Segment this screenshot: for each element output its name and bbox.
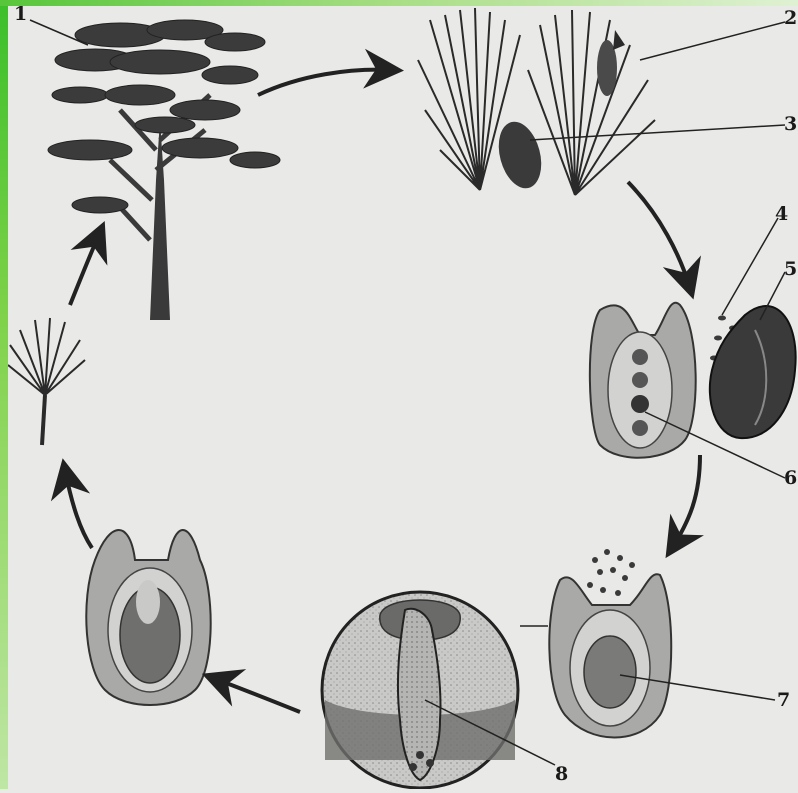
label-7: 7 xyxy=(777,689,790,711)
microsporangium xyxy=(710,306,796,438)
label-3: 3 xyxy=(784,113,797,135)
arrow-tube-to-seed xyxy=(213,678,300,712)
arrow-seedling-to-tree xyxy=(70,232,100,305)
ovule-with-megaspores xyxy=(590,303,696,458)
arrow-ovule-to-pollination xyxy=(672,455,700,548)
developing-seed xyxy=(86,530,210,705)
label-5: 5 xyxy=(784,258,797,280)
arrow-tree-to-branches xyxy=(258,70,392,95)
label-8: 8 xyxy=(555,763,568,785)
ovule-pollination xyxy=(549,549,671,738)
green-top-edge xyxy=(0,0,798,6)
green-left-edge xyxy=(0,0,8,789)
magnified-pollen-tube xyxy=(322,592,518,788)
arrow-branches-to-ovule xyxy=(628,182,690,288)
pine-seedling xyxy=(8,318,85,445)
label-1: 1 xyxy=(14,3,27,25)
label-2: 2 xyxy=(784,7,797,29)
label-4: 4 xyxy=(775,203,788,225)
arrow-seed-to-seedling xyxy=(65,470,92,548)
label-6: 6 xyxy=(784,467,797,489)
male-cone xyxy=(597,30,625,96)
female-cone xyxy=(492,117,548,193)
